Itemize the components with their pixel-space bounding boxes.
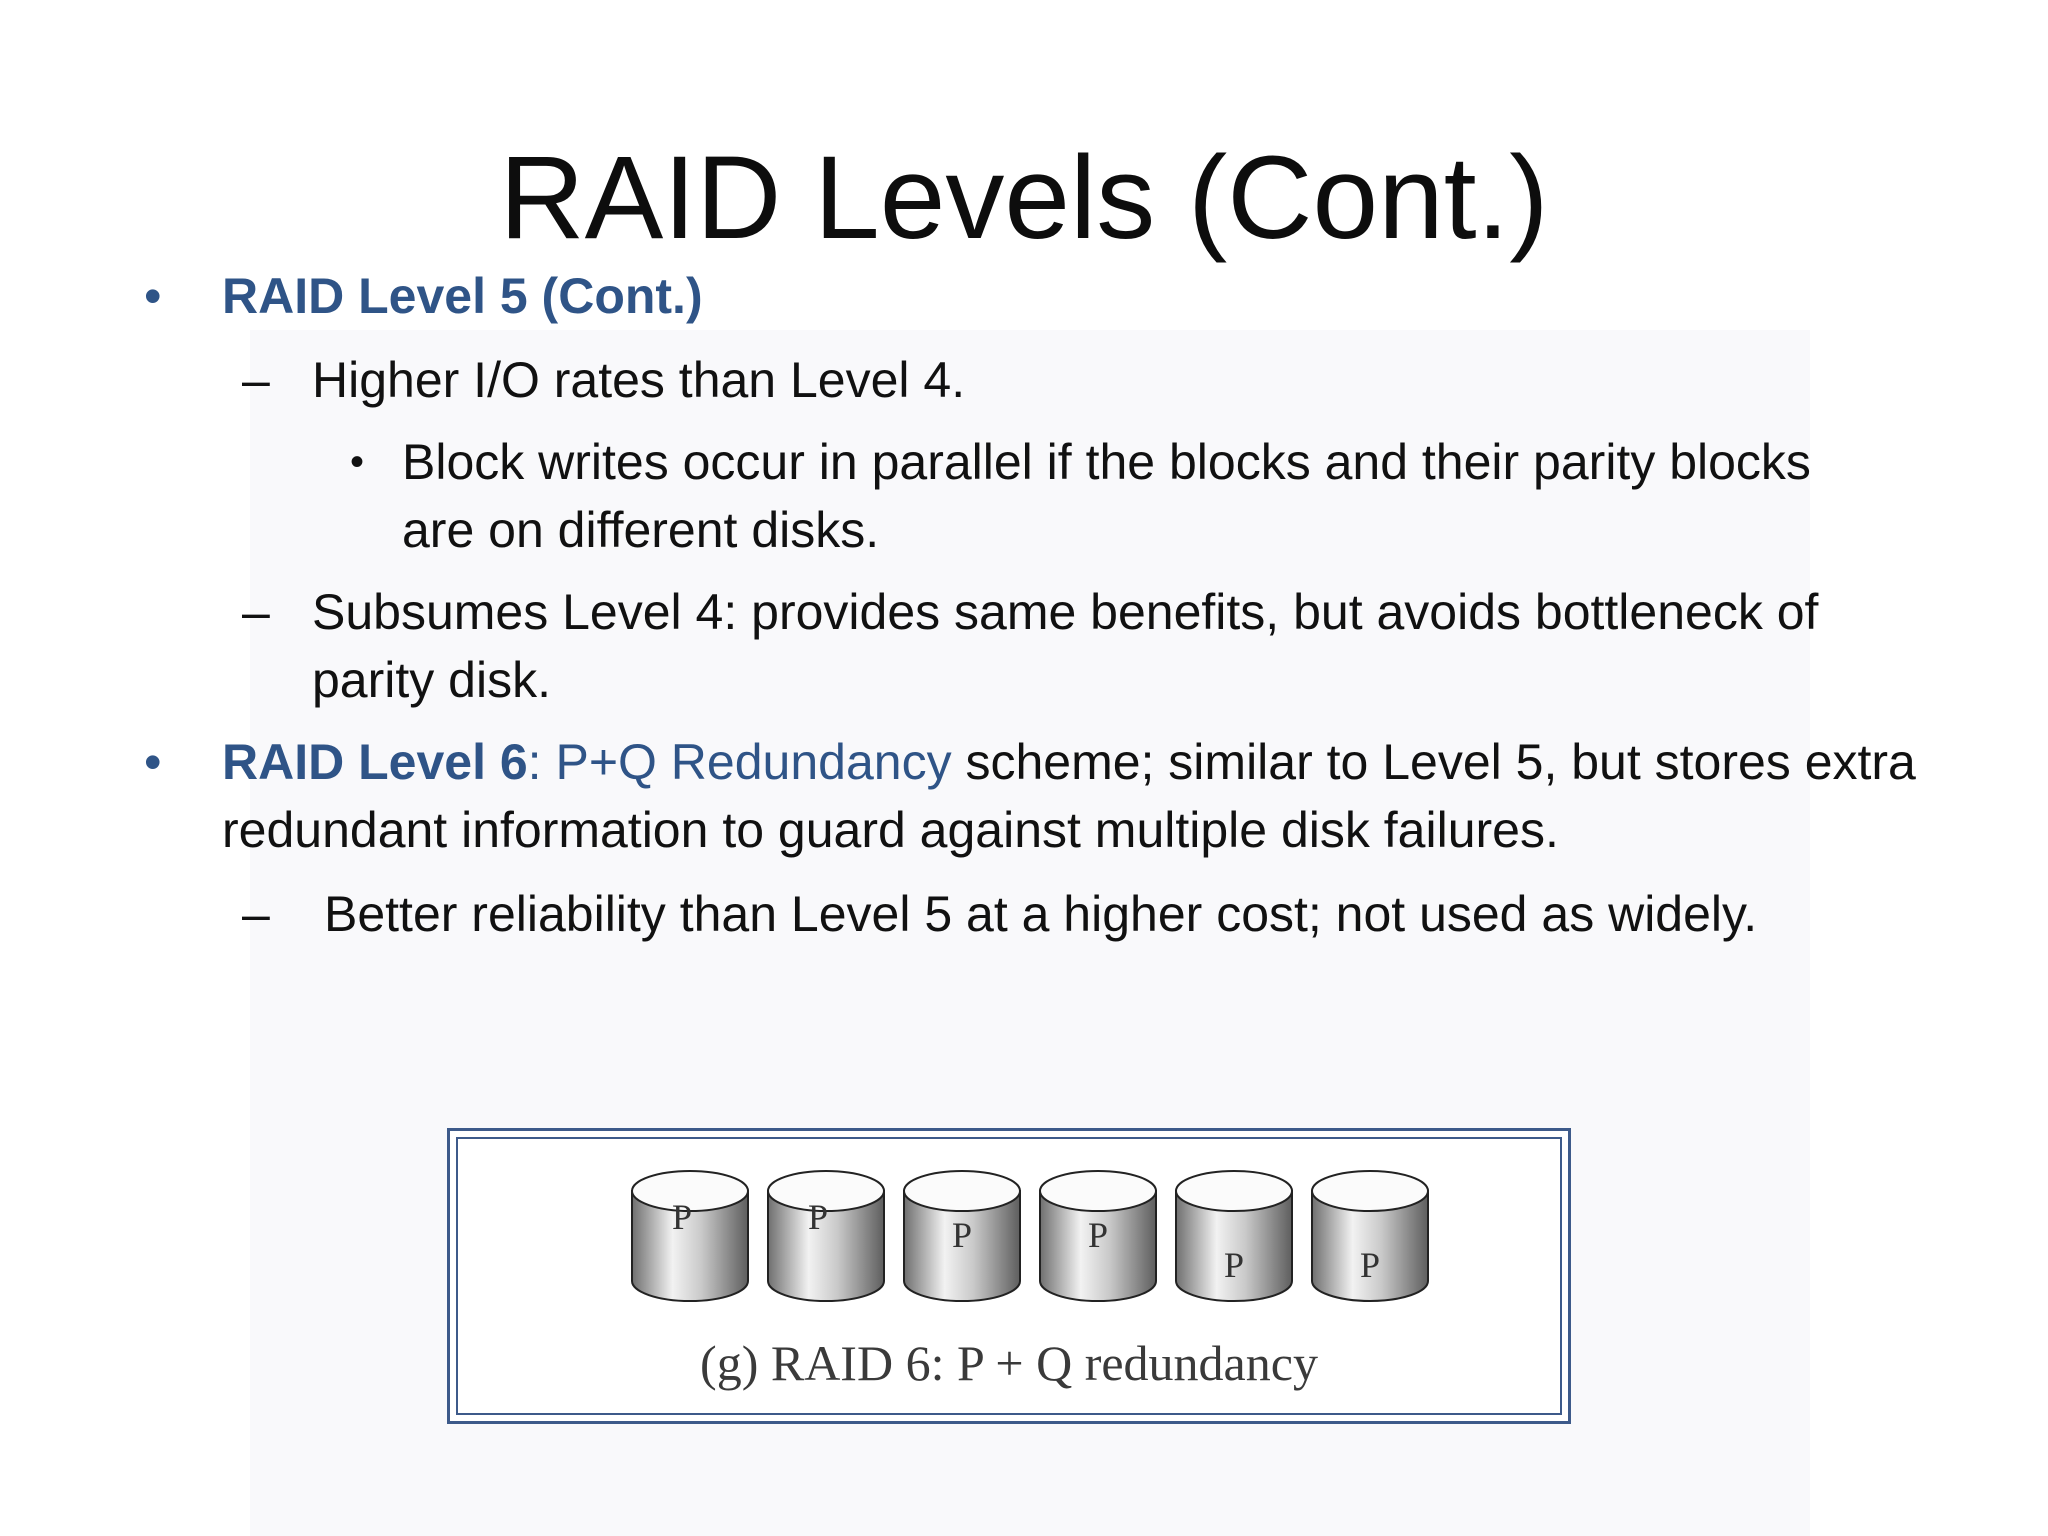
raid6-line1: RAID Level 6: P+Q Redundancy scheme; sim…: [222, 728, 1916, 796]
raid6-reliability: Better reliability than Level 5 at a hig…: [324, 886, 1758, 942]
slide-title: RAID Levels (Cont.): [499, 132, 1549, 264]
disk-icon: P: [1311, 1170, 1429, 1302]
disk-icon: P: [767, 1170, 885, 1302]
disk-icon: P: [1039, 1170, 1157, 1302]
raid5-parallel-writes-line1: Block writes occur in parallel if the bl…: [402, 434, 1811, 490]
raid6-colon: :: [527, 734, 556, 790]
raid6-description: scheme; similar to Level 5, but stores e…: [951, 734, 1916, 790]
disk-array: P P P P P P: [631, 1170, 1429, 1302]
raid6-heading: RAID Level 6: [222, 734, 528, 790]
figure-caption: (g) RAID 6: P + Q redundancy: [700, 1335, 1318, 1391]
disk-icon: P: [1175, 1170, 1293, 1302]
raid5-subsumes-line1: Subsumes Level 4: provides same benefits…: [312, 584, 1819, 640]
dash-marker: –: [242, 352, 270, 408]
bullet-marker: •: [144, 268, 162, 324]
raid6-figure: P P P P P P (g) RAID 6: P + Q redundancy: [447, 1128, 1571, 1424]
bullet-marker: •: [144, 734, 162, 790]
disk-parity-label: P: [1360, 1245, 1380, 1285]
disk-parity-label: P: [672, 1197, 692, 1237]
dash-marker: –: [242, 584, 270, 640]
sub-bullet-marker: •: [350, 440, 365, 484]
raid5-parallel-writes-line2: are on different disks.: [402, 502, 880, 558]
raid5-subsumes-line2: parity disk.: [312, 652, 551, 708]
disk-parity-label: P: [952, 1215, 972, 1255]
figure-inner-border: [456, 1137, 1562, 1415]
disk-parity-label: P: [808, 1197, 828, 1237]
raid6-line2: redundant information to guard against m…: [222, 802, 1559, 858]
disk-icon: P: [903, 1170, 1021, 1302]
disk-icon: P: [631, 1170, 749, 1302]
disk-parity-label: P: [1224, 1245, 1244, 1285]
raid6-scheme-name: P+Q Redundancy: [555, 734, 952, 790]
raid5-heading: RAID Level 5 (Cont.): [222, 268, 703, 324]
disk-parity-label: P: [1088, 1215, 1108, 1255]
raid5-io-rates: Higher I/O rates than Level 4.: [312, 352, 966, 408]
dash-marker: –: [242, 886, 270, 942]
